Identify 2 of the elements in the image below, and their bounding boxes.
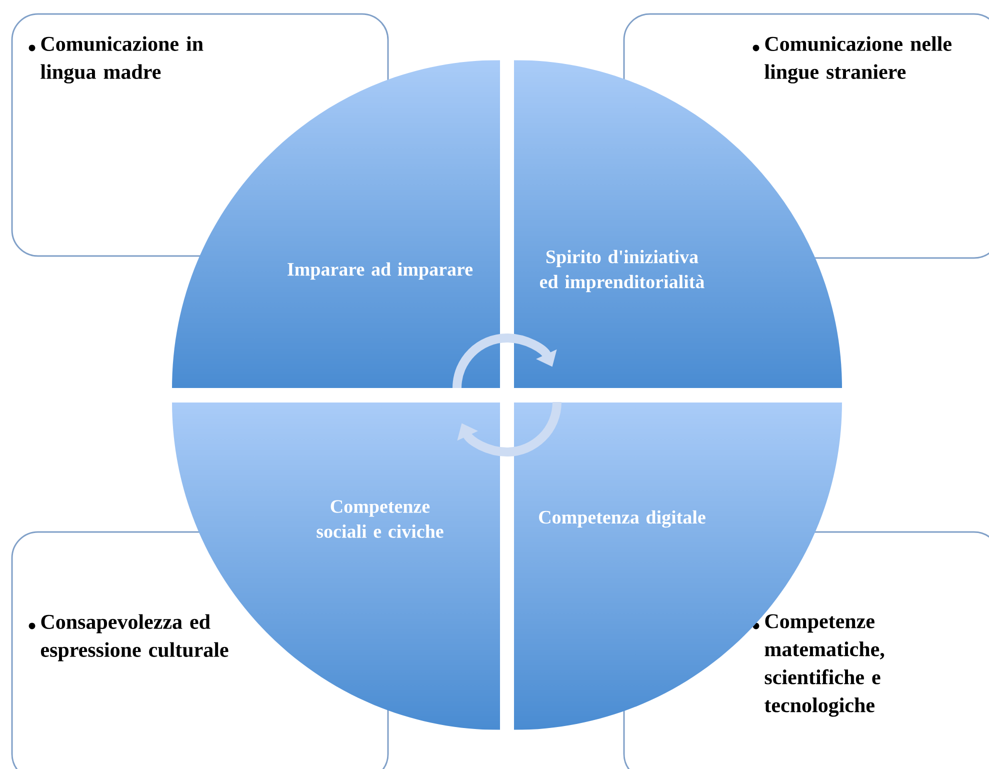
quadrant: Competenza digitale [539, 510, 706, 528]
quadrant: Imparare ad imparare [288, 262, 473, 280]
